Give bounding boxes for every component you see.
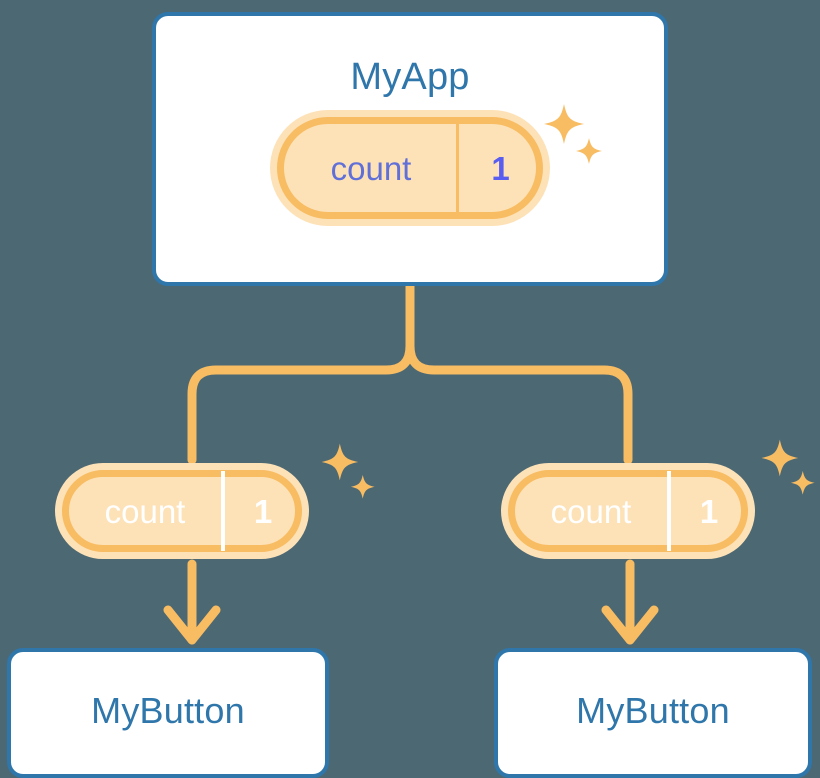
state-key: count [104,492,186,530]
mybutton-card-left[interactable]: MyButton [7,648,329,778]
state-value: 1 [456,118,542,218]
state-pill-right[interactable]: count 1 [501,463,755,559]
mybutton-card-right[interactable]: MyButton [494,648,812,778]
state-key: count [330,149,412,187]
arrow-down-icon [163,559,221,645]
page-title: MyApp [350,56,470,98]
state-key: count [550,492,632,530]
state-pill-myapp[interactable]: count 1 [270,110,550,226]
connector-path-left [187,281,415,465]
mybutton-label: MyButton [576,690,730,731]
arrow-down-icon [601,559,659,645]
state-value: 1 [667,471,747,551]
state-value: 1 [221,471,301,551]
mybutton-label: MyButton [91,690,245,731]
state-pill-left[interactable]: count 1 [55,463,309,559]
connector-path-right [405,281,633,465]
